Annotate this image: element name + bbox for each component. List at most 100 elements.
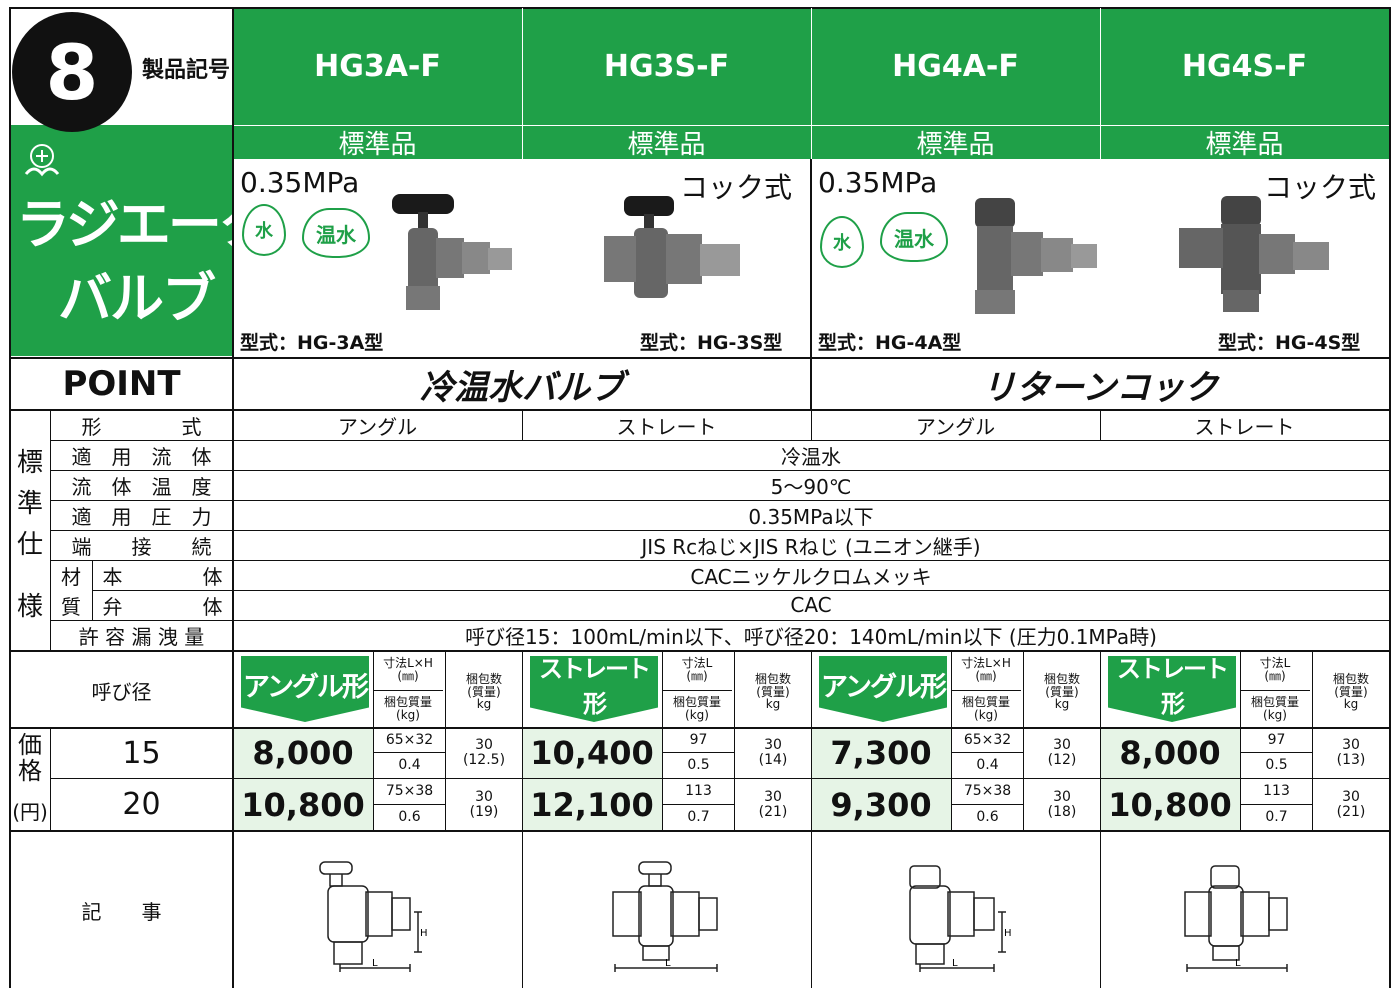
valve-photo-hg4a bbox=[975, 198, 1097, 314]
drawing-straight-icon: L bbox=[612, 861, 718, 972]
dim-h-text: H bbox=[420, 928, 428, 939]
spec-side-char: 仕 bbox=[16, 529, 43, 560]
dim-h-text: H bbox=[1004, 928, 1012, 939]
grid-line bbox=[232, 7, 234, 988]
grid-line bbox=[810, 159, 812, 410]
notes-label: 記 事 bbox=[81, 899, 162, 924]
pack-count: 30 bbox=[1342, 788, 1360, 805]
valve-photo-hg4s bbox=[1179, 196, 1329, 312]
dimension-value: 97 bbox=[1241, 728, 1312, 753]
weight-value: 0.6 bbox=[398, 808, 421, 825]
pack-weight: (12) bbox=[1047, 752, 1077, 768]
pack-title: 梱包数 bbox=[1332, 672, 1369, 687]
price-value: 8,000 bbox=[1100, 728, 1240, 778]
dimension-header: 寸法L(㎜) bbox=[662, 654, 732, 686]
number-badge-text: 8 bbox=[45, 27, 99, 117]
dimension-header: 寸法L×H(㎜) bbox=[951, 654, 1021, 686]
dimension-value: 113 bbox=[1241, 779, 1312, 805]
water-icon-label: 水 bbox=[833, 233, 851, 254]
spec-side-char: 標 bbox=[16, 447, 43, 478]
dim-title: 寸法L×H bbox=[383, 656, 433, 671]
grid-line bbox=[522, 410, 523, 440]
diameter-label: 呼び径 bbox=[91, 679, 152, 704]
grid-line bbox=[50, 560, 1391, 561]
pack-sub-text: 質量 bbox=[1338, 684, 1363, 699]
type-tag-banner: アングル形 bbox=[241, 656, 369, 722]
pack-title: 梱包数 bbox=[1043, 672, 1080, 687]
material-side-char: 質 bbox=[61, 594, 81, 619]
eco-leaf-icon bbox=[24, 144, 60, 177]
pack-weight: (13) bbox=[1336, 752, 1366, 768]
spec-type-value: ストレート bbox=[616, 414, 717, 439]
pack-count: 30 bbox=[764, 737, 782, 754]
grid-line bbox=[1240, 652, 1241, 830]
pack-header: 梱包数(質量)kg bbox=[1316, 660, 1386, 724]
weight-value: 0.5 bbox=[1265, 757, 1288, 774]
weight-title: 梱包質量 bbox=[383, 694, 432, 709]
pack-unit: kg bbox=[1343, 697, 1359, 712]
dim-l-text: L bbox=[665, 958, 671, 969]
diameter-value: 15 bbox=[122, 735, 161, 771]
category-title-line1: ラジエータ bbox=[16, 193, 273, 256]
dimension-header: 寸法L×H(㎜) bbox=[373, 654, 443, 686]
grid-line bbox=[734, 652, 735, 830]
point-label: POINT bbox=[62, 364, 181, 404]
pack-weight: (18) bbox=[1047, 803, 1077, 820]
price-side-char: 価 bbox=[18, 730, 42, 759]
grid-line bbox=[92, 590, 1391, 591]
grid-line bbox=[50, 500, 1391, 501]
grid-line bbox=[50, 778, 233, 779]
pack-value: 30(21) bbox=[1313, 779, 1389, 830]
product-code-text: HG3A-F bbox=[314, 49, 441, 84]
grid-line bbox=[1100, 8, 1101, 159]
pack-value: 30(12.5) bbox=[446, 728, 522, 778]
hot-water-icon-label: 温水 bbox=[894, 226, 934, 251]
product-code-hg4s: HG4S-F bbox=[1100, 8, 1389, 125]
spec-label-disc: 弁 体 bbox=[102, 594, 223, 619]
product-kind: コック式 bbox=[680, 171, 793, 204]
model-number: 型式：HG-3S型 bbox=[640, 332, 783, 354]
pack-title: 梱包数 bbox=[465, 672, 502, 687]
pack-value: 30(19) bbox=[446, 779, 522, 830]
pack-sub-text: 質量 bbox=[471, 684, 496, 699]
pack-sub: (質量) bbox=[756, 684, 790, 699]
standard-badge: 標準品 bbox=[233, 125, 522, 160]
spec-pressure-value: 0.35MPa以下 bbox=[748, 504, 874, 529]
diameter-value: 20 bbox=[122, 786, 161, 822]
material-side-char: 材 bbox=[61, 564, 81, 589]
water-icon: 水 bbox=[242, 204, 286, 256]
spec-label-type: 形 式 bbox=[81, 414, 202, 439]
standard-badge: 標準品 bbox=[811, 125, 1100, 160]
pack-sub-text: 質量 bbox=[1049, 684, 1074, 699]
grid-line bbox=[1023, 652, 1024, 830]
category-title-line2: バルブ bbox=[58, 267, 216, 330]
drawing-angle-icon: H L bbox=[909, 865, 1012, 972]
dimension-value: 75×38 bbox=[374, 779, 445, 805]
grid-line bbox=[50, 440, 1391, 441]
grid-line bbox=[10, 650, 1391, 652]
pack-header: 梱包数(質量)kg bbox=[449, 660, 519, 724]
grid-line bbox=[233, 125, 1391, 126]
grid-line bbox=[951, 652, 952, 830]
pack-value: 30(13) bbox=[1313, 728, 1389, 778]
standard-text: 標準品 bbox=[1205, 129, 1284, 160]
grid-line bbox=[811, 8, 812, 159]
hot-water-icon-label: 温水 bbox=[316, 222, 356, 247]
spec-type-value: ストレート bbox=[1194, 414, 1295, 439]
spec-disc-value: CAC bbox=[790, 593, 832, 617]
dim-title: 寸法L bbox=[681, 656, 713, 671]
weight-value: 0.5 bbox=[687, 757, 710, 774]
pack-sub: (質量) bbox=[1045, 684, 1079, 699]
grid-line bbox=[1100, 410, 1101, 440]
number-badge: 8 bbox=[12, 12, 132, 132]
water-icon-label: 水 bbox=[255, 221, 273, 242]
product-code-label: 製品記号 bbox=[142, 58, 231, 83]
dimension-header: 寸法L(㎜) bbox=[1240, 654, 1310, 686]
product-code-hg3a: HG3A-F bbox=[233, 8, 522, 125]
pack-value: 30(21) bbox=[735, 779, 811, 830]
spec-connection-value: JIS Rcねじ×JIS Rねじ (ユニオン継手) bbox=[641, 534, 981, 559]
pack-header: 梱包数(質量)kg bbox=[738, 660, 808, 724]
spec-label-body: 本 体 bbox=[102, 564, 223, 589]
grid-line bbox=[373, 652, 374, 830]
